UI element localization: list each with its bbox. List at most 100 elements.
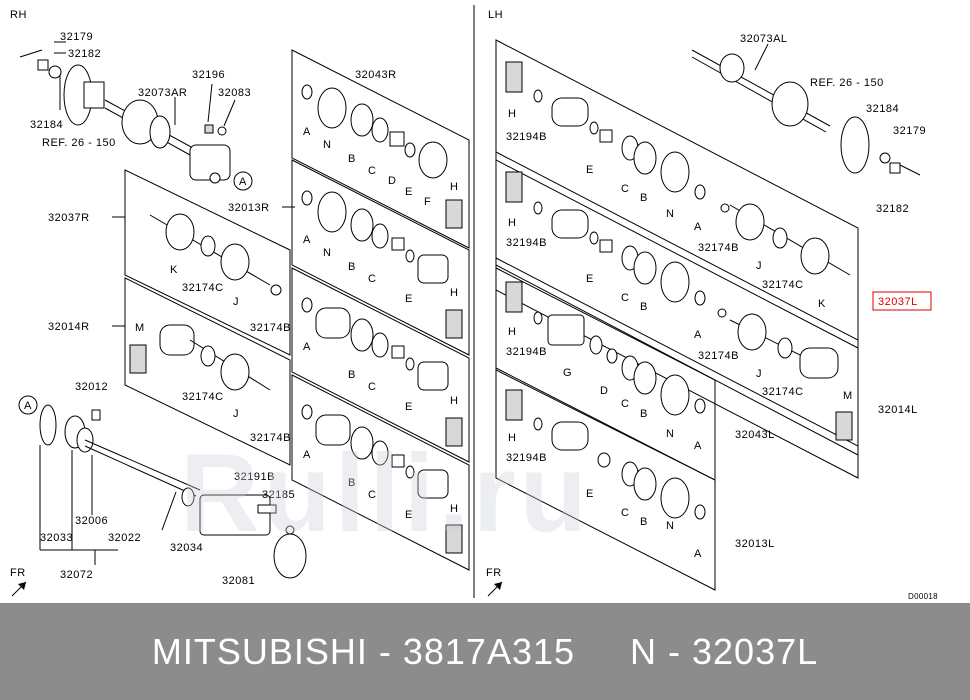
rh-k2-letter-c: C bbox=[368, 273, 376, 285]
rh-circle-a-2 bbox=[18, 395, 38, 415]
lh-label-32037l[interactable]: 32037L bbox=[878, 296, 918, 308]
lh-label-32184[interactable]: 32184 bbox=[866, 103, 899, 115]
rh-k4-letter-h: H bbox=[450, 503, 458, 515]
rh-nut-icon bbox=[37, 59, 49, 71]
lh-label-ref-26-150[interactable]: REF. 26 - 150 bbox=[810, 77, 884, 89]
rh-label-32037r[interactable]: 32037R bbox=[48, 212, 90, 224]
lh-letter-c-4: C bbox=[621, 507, 629, 519]
rh-32014r-parts bbox=[129, 324, 271, 391]
rh-k2-letter-b: B bbox=[348, 261, 356, 273]
rh-label-32072[interactable]: 32072 bbox=[60, 569, 93, 581]
lh-letter-c-1: C bbox=[621, 183, 629, 195]
rh-label-32174b-2[interactable]: 32174B bbox=[250, 432, 291, 444]
lh-kit-parts bbox=[505, 61, 853, 520]
lh-drive-shaft-group bbox=[691, 43, 921, 176]
rh-k1-letter-h: H bbox=[450, 181, 458, 193]
rh-kit-box-4 bbox=[291, 374, 470, 571]
rh-circle-a-1 bbox=[233, 171, 253, 191]
rh-k3-letter-e: E bbox=[405, 401, 413, 413]
lh-letter-k-1: K bbox=[818, 298, 826, 310]
rh-label-32182[interactable]: 32182 bbox=[68, 48, 101, 60]
lh-hub-flange-icon bbox=[840, 116, 870, 174]
lh-label-32194b-4[interactable]: 32194B bbox=[506, 452, 547, 464]
rh-label-32179[interactable]: 32179 bbox=[60, 31, 93, 43]
rh-assembly-box-32014r bbox=[124, 277, 291, 466]
lh-letter-a-1: A bbox=[694, 221, 702, 233]
rh-label-ref-26-150[interactable]: REF. 26 - 150 bbox=[42, 137, 116, 149]
lh-letter-m-1: M bbox=[843, 390, 853, 402]
rh-label-32034[interactable]: 32034 bbox=[170, 542, 203, 554]
rh-k2-letter-h: H bbox=[450, 287, 458, 299]
lh-letter-j-1: J bbox=[756, 260, 762, 272]
rh-k1-letter-f: F bbox=[424, 196, 431, 208]
lh-label-32194b-1[interactable]: 32194B bbox=[506, 131, 547, 143]
lh-label-32174b-1[interactable]: 32174B bbox=[698, 242, 739, 254]
lh-letter-b-1: B bbox=[640, 192, 648, 204]
rh-label-32174c-1[interactable]: 32174C bbox=[182, 282, 224, 294]
rh-circle-a-1-letter: A bbox=[239, 176, 247, 188]
rh-label-32184[interactable]: 32184 bbox=[30, 119, 63, 131]
lh-letter-n-1: N bbox=[666, 208, 674, 220]
lh-letter-d-1: D bbox=[600, 385, 608, 397]
rh-k3-letter-h: H bbox=[450, 395, 458, 407]
rh-label-32014r[interactable]: 32014R bbox=[48, 321, 90, 333]
lh-letter-n-3: N bbox=[666, 520, 674, 532]
rh-fr-label: FR bbox=[10, 567, 26, 579]
rh-kit-box-3 bbox=[291, 267, 470, 463]
lh-letter-h-2: H bbox=[508, 217, 516, 229]
lh-label-32174c-2[interactable]: 32174C bbox=[762, 386, 804, 398]
lh-label-32073al[interactable]: 32073AL bbox=[740, 33, 788, 45]
lh-label-32179[interactable]: 32179 bbox=[893, 125, 926, 137]
rh-label-32043r[interactable]: 32043R bbox=[355, 69, 397, 81]
lh-fr-label: FR bbox=[486, 567, 502, 579]
rh-assembly-box-32037r bbox=[124, 169, 291, 356]
lh-label-32182[interactable]: 32182 bbox=[876, 203, 909, 215]
rh-label-32081[interactable]: 32081 bbox=[222, 575, 255, 587]
lh-label-32194b-3[interactable]: 32194B bbox=[506, 346, 547, 358]
rh-k3-letter-c: C bbox=[368, 381, 376, 393]
rh-kit-box-32013r bbox=[291, 159, 470, 356]
rh-label-32174c-2[interactable]: 32174C bbox=[182, 391, 224, 403]
rh-a2-letter-j: J bbox=[233, 408, 239, 420]
rh-a2-letter-m: M bbox=[135, 322, 145, 334]
rh-label-32006[interactable]: 32006 bbox=[75, 515, 108, 527]
lh-letter-c-2: C bbox=[621, 292, 629, 304]
footer-bar: MITSUBISHI - 3817A315 N - 32037L bbox=[0, 603, 970, 700]
rh-k2-letter-n: N bbox=[323, 247, 331, 259]
lh-label-32194b-2[interactable]: 32194B bbox=[506, 237, 547, 249]
lh-kit-box-32013l bbox=[495, 367, 716, 591]
lh-label-32174c-1[interactable]: 32174C bbox=[762, 279, 804, 291]
rh-label-32012[interactable]: 32012 bbox=[75, 381, 108, 393]
lh-label-32013l[interactable]: 32013L bbox=[735, 538, 775, 550]
rh-label-32174b-1[interactable]: 32174B bbox=[250, 322, 291, 334]
rh-label-32083[interactable]: 32083 bbox=[218, 87, 251, 99]
rh-label-32022[interactable]: 32022 bbox=[108, 532, 141, 544]
rh-washer-icon bbox=[48, 65, 62, 79]
rh-label-32073ar[interactable]: 32073AR bbox=[138, 87, 187, 99]
lh-label-32043l[interactable]: 32043L bbox=[735, 429, 775, 441]
rh-a1-letter-j: J bbox=[233, 296, 239, 308]
rh-label-32013r[interactable]: 32013R bbox=[228, 202, 270, 214]
lh-label-32014l[interactable]: 32014L bbox=[878, 404, 918, 416]
rh-kit-32043r-parts bbox=[301, 84, 463, 229]
rh-boot-icon bbox=[317, 87, 347, 129]
rh-k2-letter-e: E bbox=[405, 293, 413, 305]
lh-letter-h-4: H bbox=[508, 432, 516, 444]
rh-kit-4-parts bbox=[301, 404, 463, 554]
lh-letter-h-1: H bbox=[508, 108, 516, 120]
rh-label-32191b[interactable]: 32191B bbox=[234, 471, 275, 483]
lh-letter-b-4: B bbox=[640, 516, 648, 528]
footer-part-number: MITSUBISHI - 3817A315 N - 32037L bbox=[151, 630, 819, 672]
rh-fr-arrow-icon bbox=[11, 581, 27, 597]
rh-label-32033[interactable]: 32033 bbox=[40, 532, 73, 544]
rh-label-32196[interactable]: 32196 bbox=[192, 69, 225, 81]
rh-k3-letter-b: B bbox=[348, 369, 356, 381]
lh-label-32174b-2[interactable]: 32174B bbox=[698, 350, 739, 362]
rh-k1-letter-a: A bbox=[303, 126, 311, 138]
lh-letter-c-3: C bbox=[621, 398, 629, 410]
rh-inner-joint-icon bbox=[189, 144, 231, 181]
rh-k4-letter-b: B bbox=[348, 477, 356, 489]
rh-label-32185[interactable]: 32185 bbox=[262, 489, 295, 501]
lh-letter-e-1: E bbox=[586, 164, 594, 176]
rh-k1-letter-c: C bbox=[368, 165, 376, 177]
